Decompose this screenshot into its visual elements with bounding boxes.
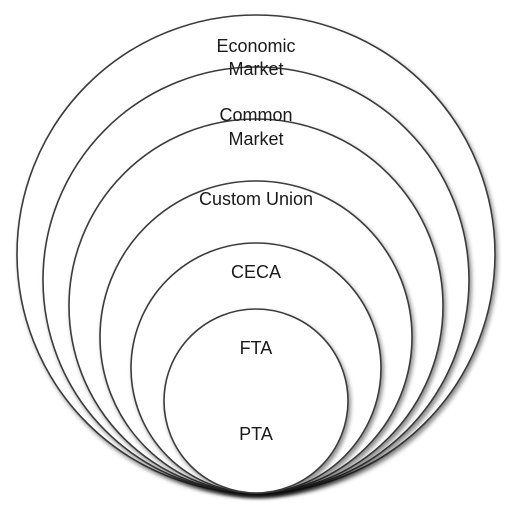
ring-label-3-line-0: CECA [231, 262, 281, 282]
ring-label-5-line-0: PTA [239, 424, 273, 444]
ring-label-0-line-1: Market [228, 59, 283, 79]
ring-label-4-line-0: FTA [240, 338, 273, 358]
rings-layer [16, 14, 496, 494]
ring-label-1-line-0: Common [219, 105, 292, 125]
ring-label-0-line-0: Economic [216, 36, 295, 56]
ring-label-1-line-1: Market [228, 129, 283, 149]
ring-label-2-line-0: Custom Union [199, 189, 313, 209]
ring-5 [163, 308, 349, 494]
